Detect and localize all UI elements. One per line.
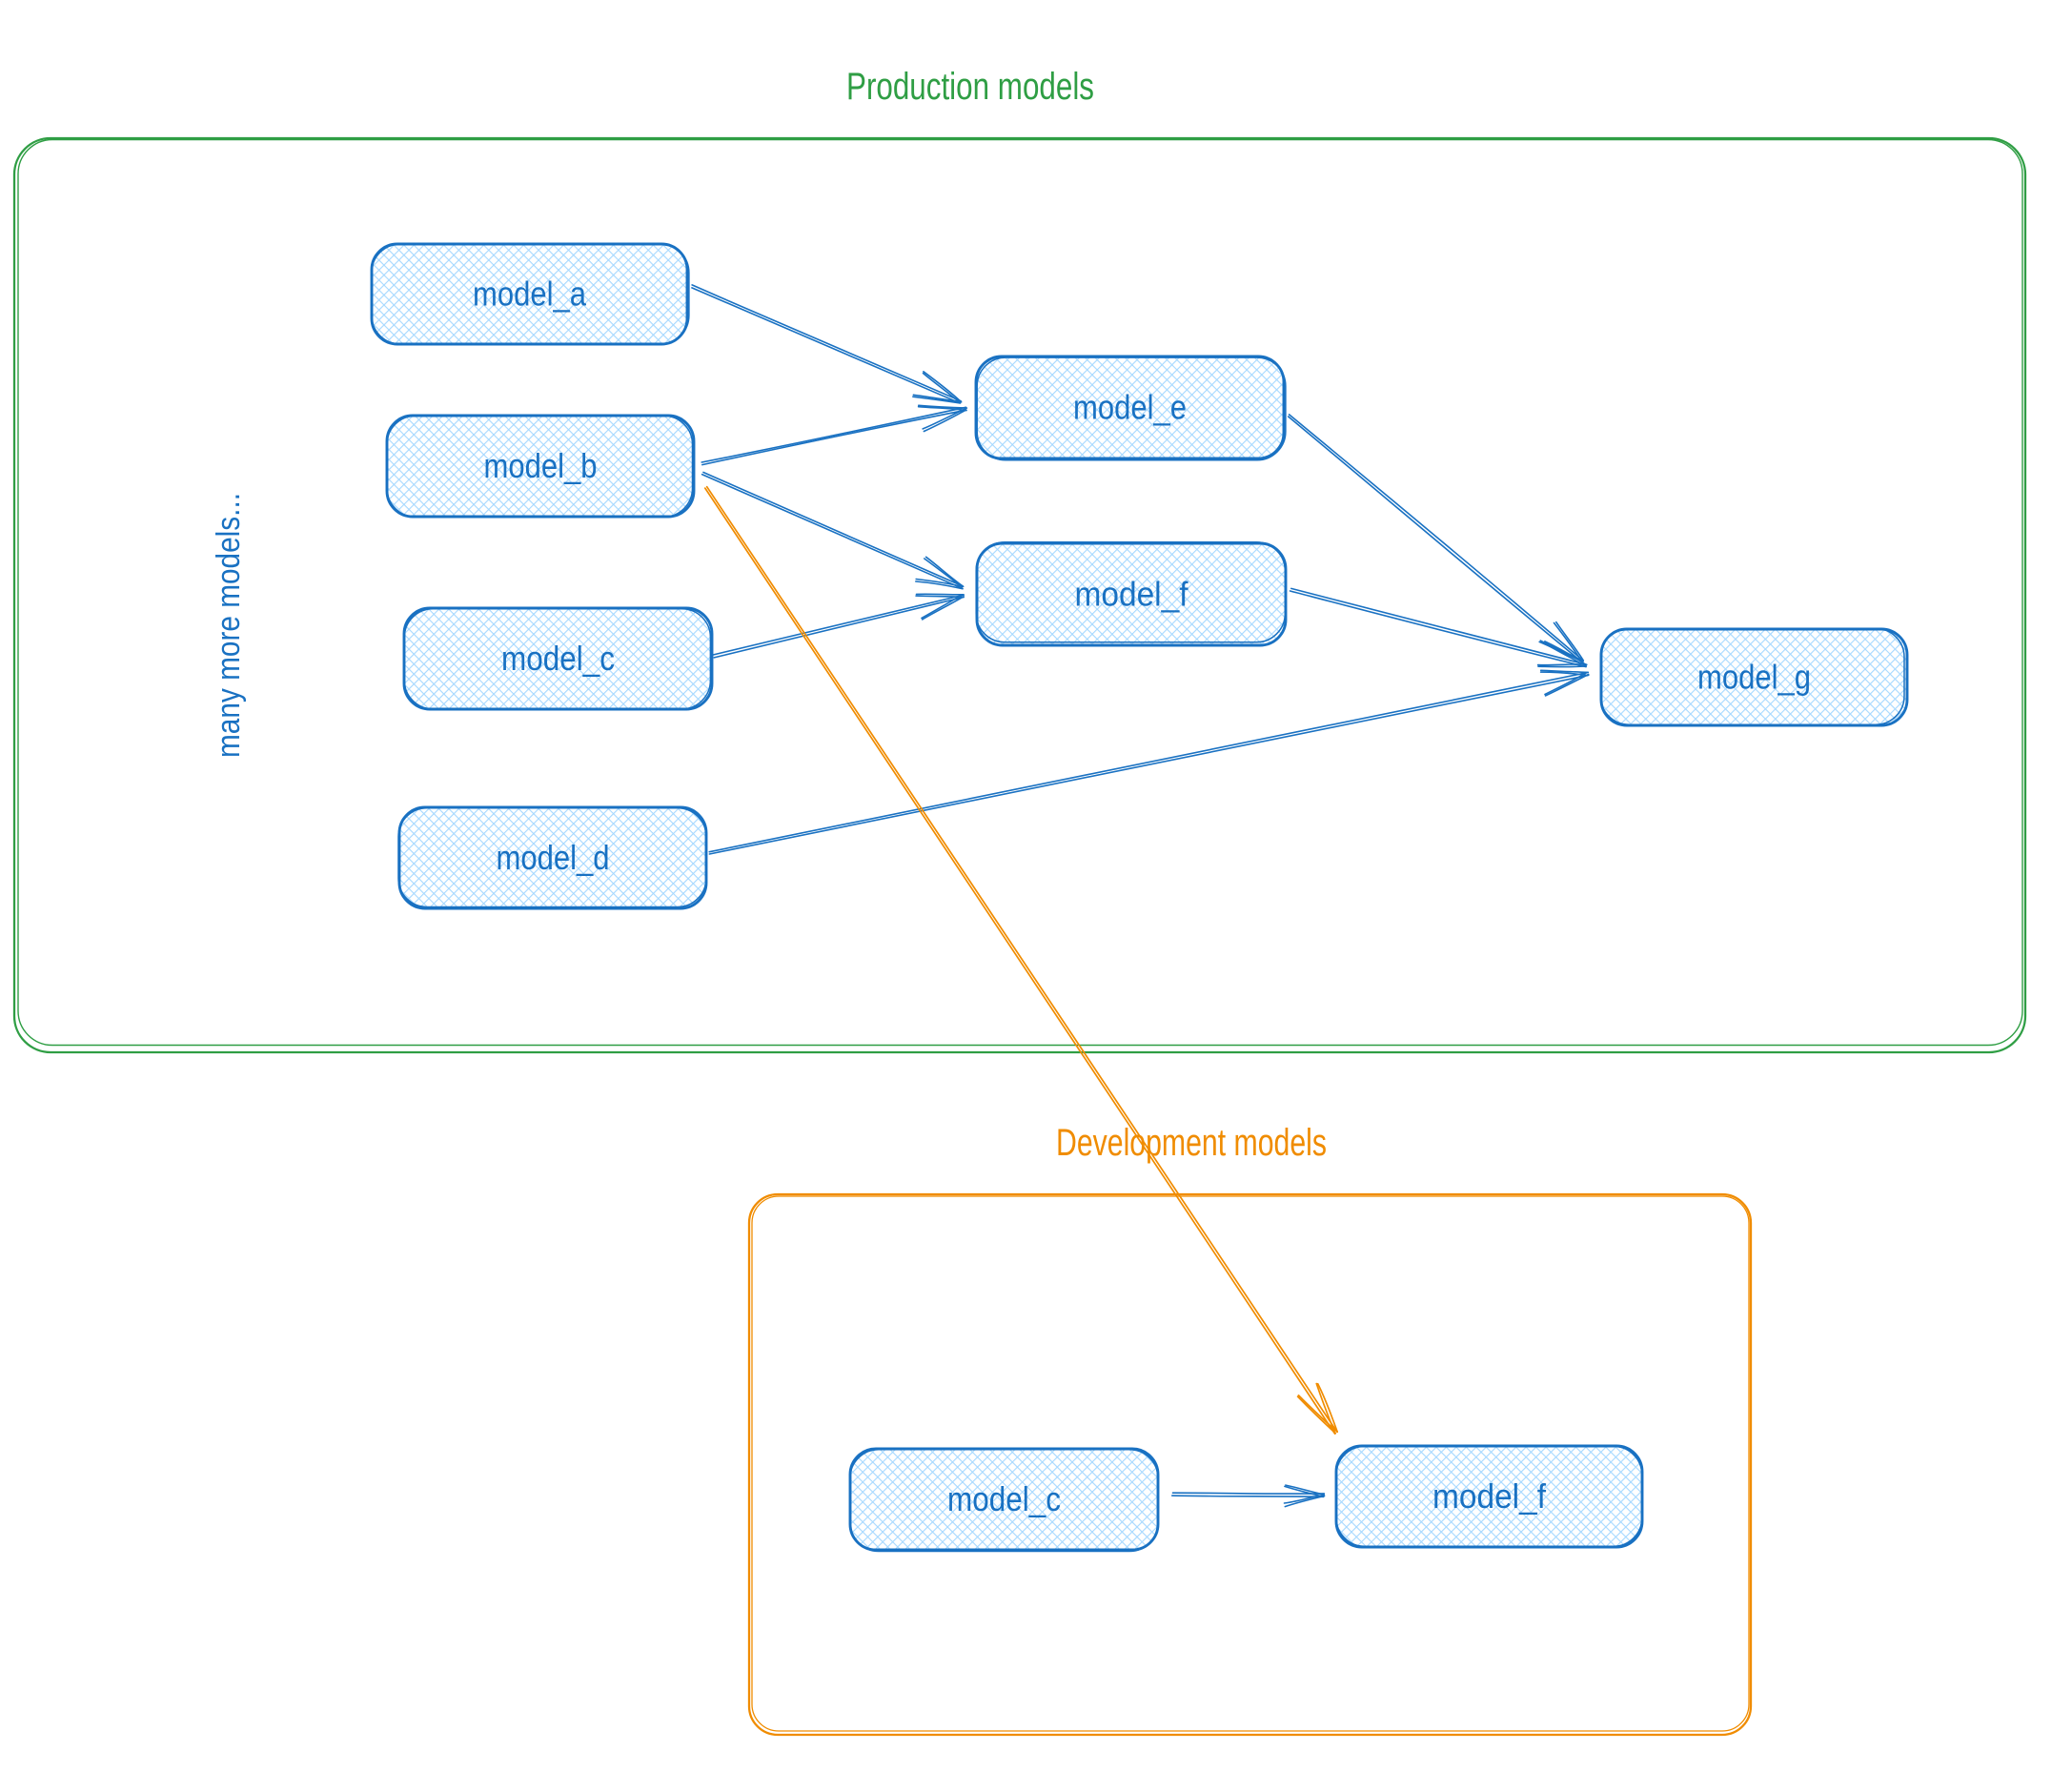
svg-text:model_c: model_c — [501, 639, 615, 678]
svg-text:model_g: model_g — [1697, 658, 1811, 697]
svg-text:Development models: Development models — [1056, 1122, 1327, 1164]
svg-text:model_b: model_b — [484, 446, 598, 485]
svg-text:model_f: model_f — [1075, 575, 1189, 614]
svg-text:Production models: Production models — [846, 66, 1094, 108]
svg-text:model_a: model_a — [473, 275, 587, 314]
svg-text:model_e: model_e — [1073, 388, 1187, 427]
svg-text:model_f: model_f — [1432, 1476, 1547, 1516]
svg-text:model_c: model_c — [947, 1479, 1061, 1518]
svg-text:model_d: model_d — [497, 838, 610, 877]
svg-text:many more models...: many more models... — [211, 493, 247, 758]
